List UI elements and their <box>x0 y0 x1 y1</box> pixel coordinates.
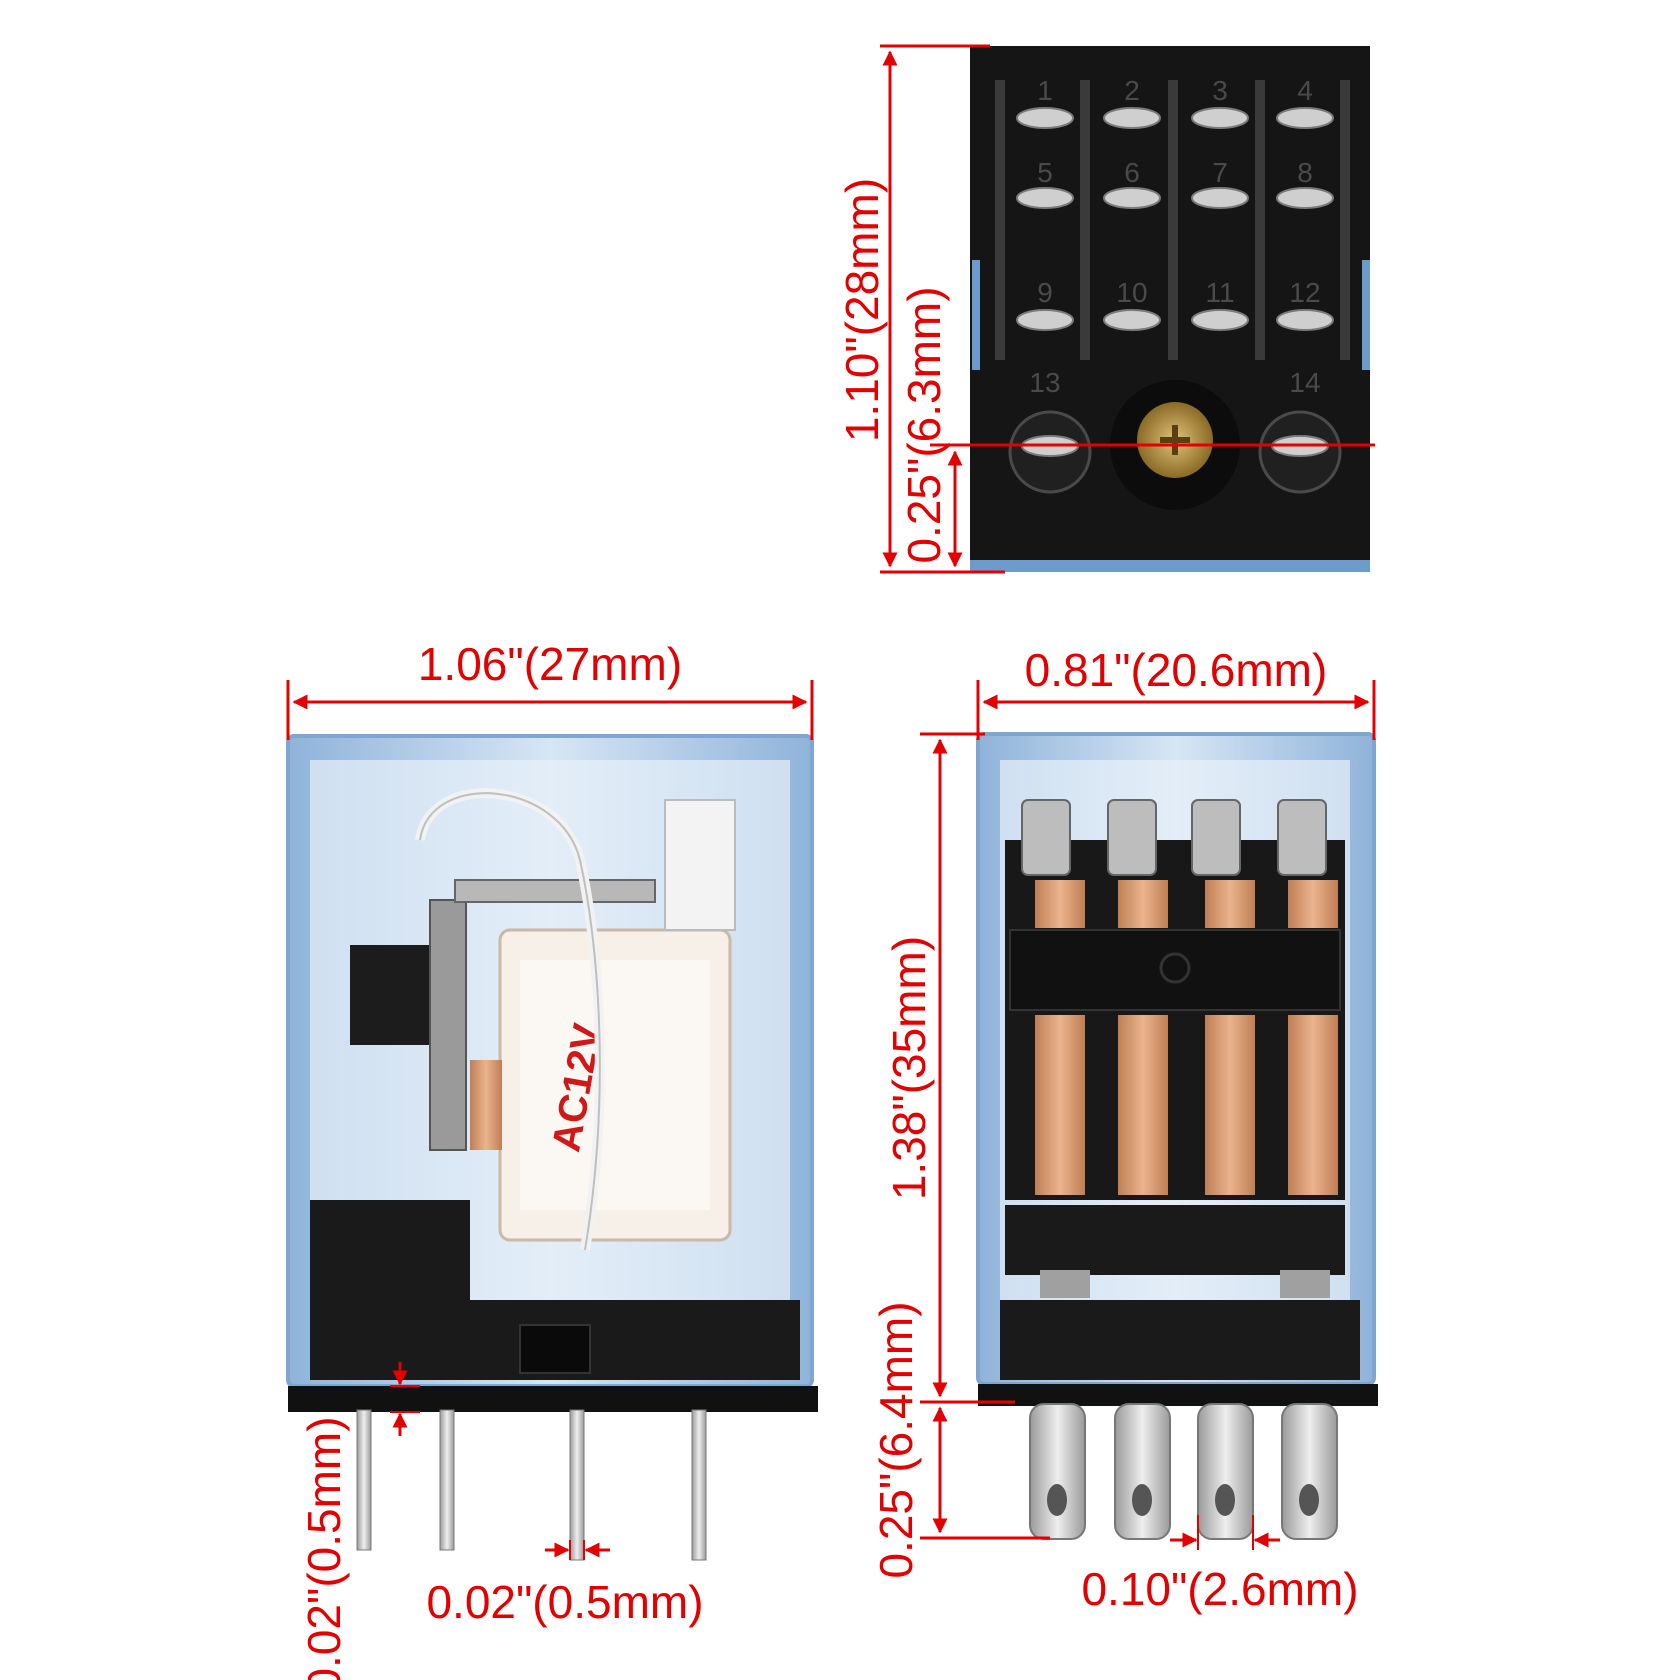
dim-label-front-width: 0.81"(20.6mm) <box>1025 644 1328 696</box>
dim-pin-thickness: 0.02"(0.5mm) <box>298 1362 420 1680</box>
relay-base-front <box>1000 1300 1360 1380</box>
terminal-label-8: 8 <box>1297 157 1313 188</box>
dim-label-pin-width: 0.02"(0.5mm) <box>426 1576 703 1628</box>
terminal-label-14: 14 <box>1289 367 1320 398</box>
terminal-label-7: 7 <box>1212 157 1228 188</box>
base-block-left <box>310 1200 470 1310</box>
pushbutton-tab <box>664 799 736 931</box>
dim-label-pin-thickness: 0.02"(0.5mm) <box>298 1416 350 1680</box>
terminal-13-14 <box>1008 410 1342 494</box>
terminal-screws <box>1016 107 1334 331</box>
copper-contacts <box>1035 880 1338 1195</box>
terminal-label-10: 10 <box>1116 277 1147 308</box>
socket-base-edge <box>970 560 1370 572</box>
terminal-labels: 1 2 3 4 5 6 7 8 9 10 11 12 13 14 <box>1029 75 1320 398</box>
dim-label-side-width: 1.06"(27mm) <box>418 638 682 690</box>
socket-side-clip-right <box>1362 260 1370 370</box>
dim-label-body-height: 1.38"(35mm) <box>883 936 935 1200</box>
relay-side-view: AC12V <box>286 734 818 1561</box>
pins-front <box>1029 1403 1338 1540</box>
relay-front-view <box>976 732 1378 1540</box>
dim-body-height: 1.38"(35mm) <box>883 732 1015 1404</box>
dim-side-width: 1.06"(27mm) <box>286 638 814 740</box>
socket-side-clip-left <box>972 260 980 370</box>
dim-label-base-height: 1.10"(28mm) <box>836 178 888 442</box>
pins-side <box>356 1409 707 1561</box>
terminal-label-9: 9 <box>1037 277 1053 308</box>
terminal-label-3: 3 <box>1212 75 1228 106</box>
solder-tabs <box>1021 799 1327 876</box>
dim-pin-length: 0.25"(6.4mm) <box>870 1301 1050 1579</box>
dim-label-pin-length: 0.25"(6.4mm) <box>870 1301 922 1578</box>
relay-base-upper-front <box>1005 1205 1345 1275</box>
dim-label-base-screw-offset: 0.25"(6.3mm) <box>898 286 950 563</box>
contact-spring <box>429 899 467 1151</box>
frame-crossbar <box>1009 929 1341 1011</box>
terminal-label-4: 4 <box>1297 75 1313 106</box>
terminal-label-13: 13 <box>1029 367 1060 398</box>
terminal-label-1: 1 <box>1037 75 1053 106</box>
dim-pin-width: 0.02"(0.5mm) <box>426 1540 704 1628</box>
copper-pad <box>470 1060 502 1150</box>
socket-rails <box>995 80 1350 360</box>
terminal-label-6: 6 <box>1124 157 1140 188</box>
terminal-label-11: 11 <box>1205 277 1234 308</box>
dim-base-screw-offset: 0.25"(6.3mm) <box>898 286 1375 568</box>
relay-base-bottom-front <box>978 1384 1378 1406</box>
dim-pin-spacing: 0.10"(2.6mm) <box>1081 1515 1359 1615</box>
socket-base-view: 1 2 3 4 5 6 7 8 9 10 11 12 13 14 <box>970 46 1370 572</box>
relay-base-bottom-side <box>288 1386 818 1412</box>
contact-arm <box>454 879 656 903</box>
dim-front-width: 0.81"(20.6mm) <box>976 644 1376 740</box>
terminal-label-12: 12 <box>1289 277 1320 308</box>
dim-label-pin-spacing: 0.10"(2.6mm) <box>1081 1563 1358 1615</box>
terminal-label-2: 2 <box>1124 75 1140 106</box>
dim-base-height: 1.10"(28mm) <box>836 44 1005 574</box>
terminal-label-5: 5 <box>1037 157 1053 188</box>
